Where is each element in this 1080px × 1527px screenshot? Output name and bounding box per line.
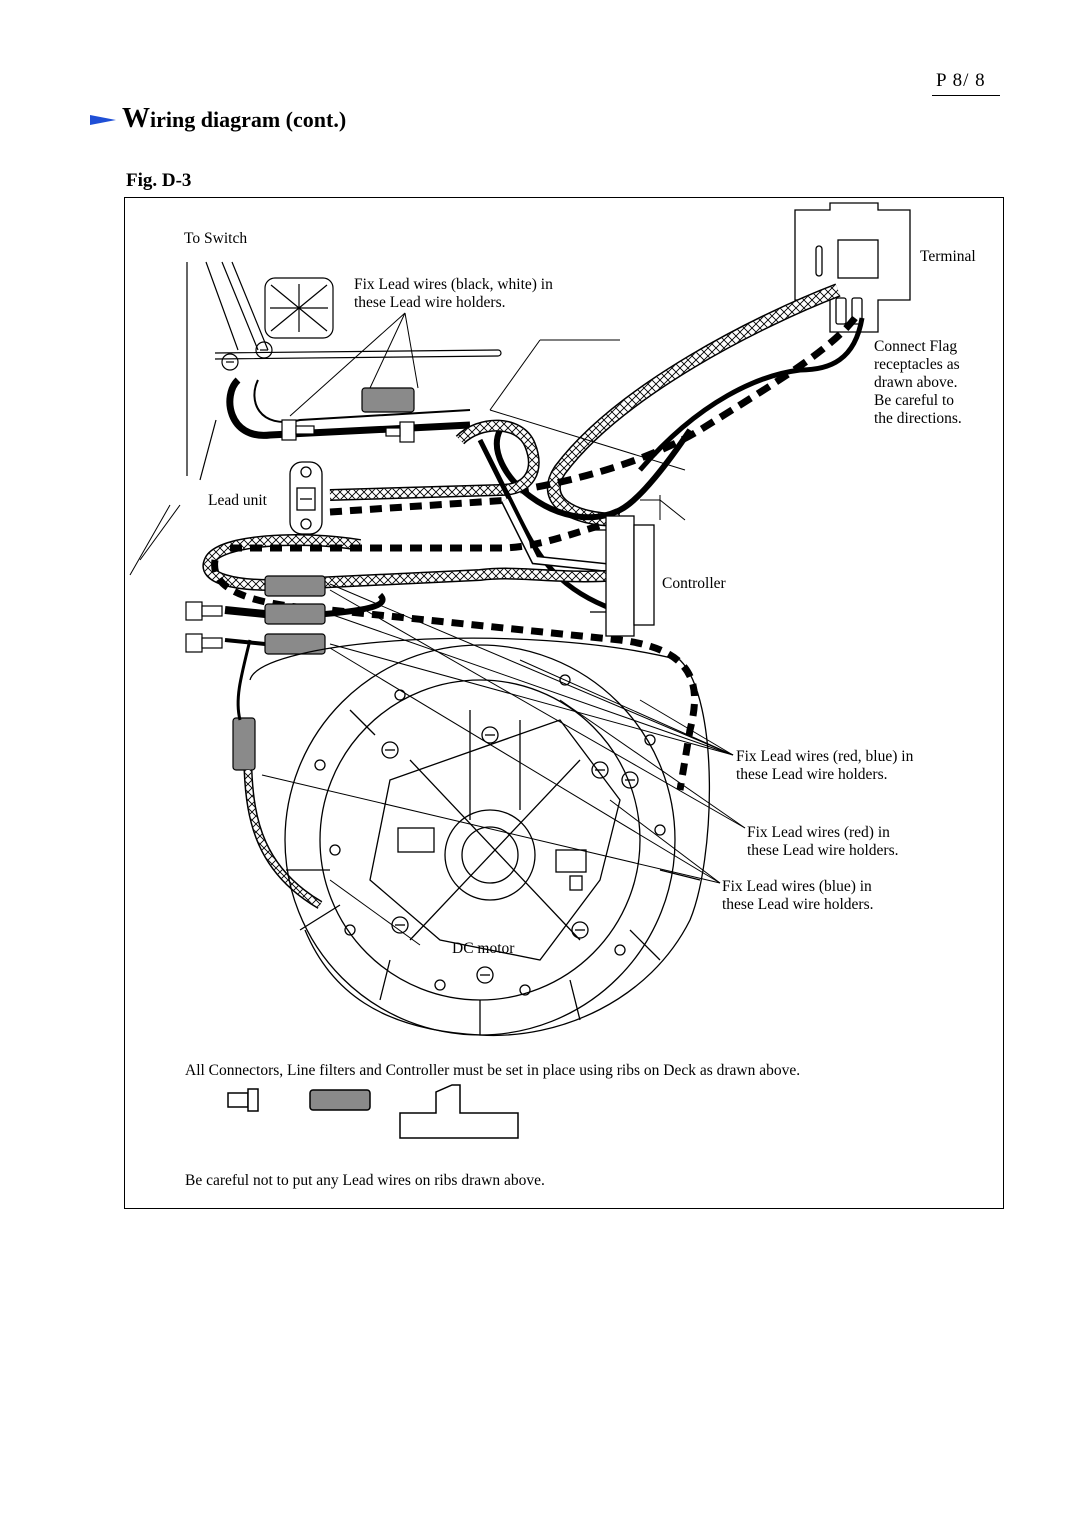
- connect-flag-label-line5: the directions.: [874, 410, 962, 427]
- wire-holder-clips: [281, 419, 415, 443]
- fix-black-white-label-line2: these Lead wire holders.: [354, 294, 506, 311]
- page-number-underline: [932, 95, 1000, 96]
- title-initial: W: [122, 103, 150, 134]
- connect-flag-label-line2: receptacles as: [874, 356, 960, 373]
- connect-flag-label-line1: Connect Flag: [874, 338, 958, 355]
- terminal-label: Terminal: [920, 248, 976, 265]
- figure-frame: [124, 197, 1004, 1209]
- fix-red-label-line2: these Lead wire holders.: [747, 842, 899, 859]
- line-filter-top: [361, 387, 415, 413]
- fix-black-white-label-line1: Fix Lead wires (black, white) in: [354, 276, 553, 293]
- connect-flag-label-line3: drawn above.: [874, 374, 958, 391]
- page-number: P 8/ 8: [936, 70, 986, 91]
- section-title: Wiring diagram (cont.): [90, 103, 346, 135]
- connect-flag-label-line4: Be careful to: [874, 392, 955, 409]
- to-switch-label: To Switch: [184, 230, 248, 247]
- section-title-text: Wiring diagram (cont.): [122, 103, 346, 135]
- careful-note: Be careful not to put any Lead wires on …: [185, 1172, 545, 1189]
- fix-red-blue-label-line1: Fix Lead wires (red, blue) in: [736, 748, 914, 765]
- terminal-block: [794, 202, 911, 333]
- controller-label: Controller: [662, 575, 726, 592]
- figure-label: Fig. D-3: [126, 170, 192, 191]
- dc-motor: [249, 637, 711, 1037]
- fix-red-label-line1: Fix Lead wires (red) in: [747, 824, 890, 841]
- rib-legend-symbols: [227, 1084, 519, 1139]
- controller: [590, 515, 655, 637]
- pointer-arrow-icon: [90, 115, 116, 125]
- dc-motor-label: DC motor: [452, 940, 515, 957]
- lead-unit: [289, 461, 323, 535]
- fix-blue-label-line1: Fix Lead wires (blue) in: [722, 878, 872, 895]
- connector-clips-left: [185, 601, 223, 653]
- fix-blue-label-line2: these Lead wire holders.: [722, 896, 874, 913]
- title-rest: iring diagram (cont.): [150, 107, 347, 132]
- line-filters: [232, 575, 326, 771]
- switch-housing: [186, 261, 502, 481]
- lead-unit-label: Lead unit: [208, 492, 267, 509]
- fix-red-blue-label-line2: these Lead wire holders.: [736, 766, 888, 783]
- ribs-note: All Connectors, Line filters and Control…: [185, 1062, 801, 1079]
